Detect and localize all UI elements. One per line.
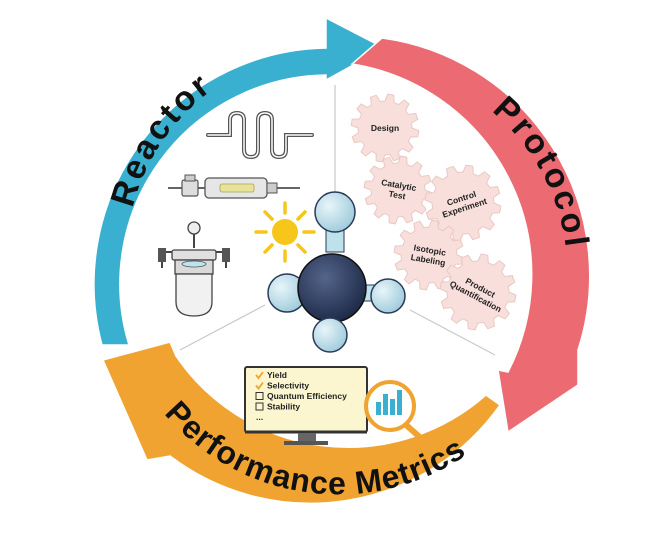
- sector-dividers: [179, 85, 496, 356]
- checklist-label: Stability: [267, 402, 300, 412]
- protocol-gear-label: IsotopicLabeling: [410, 242, 448, 268]
- autoclave-reactor-icon: [158, 221, 230, 317]
- checklist-label: ...: [256, 412, 263, 422]
- check-icon: [255, 381, 264, 390]
- checklist-label: Yield: [267, 370, 287, 380]
- checklist-label: Selectivity: [267, 381, 309, 391]
- checkbox-icon: [255, 392, 264, 400]
- checklist-item: Selectivity: [255, 381, 309, 391]
- protocol-gear-label: Design: [371, 123, 399, 133]
- check-icon: [255, 371, 264, 380]
- checklist-item: Quantum Efficiency: [255, 391, 347, 401]
- methane-molecule-icon: [267, 191, 406, 353]
- flow-reactor-icon: [206, 110, 314, 160]
- checklist-item: Stability: [255, 402, 300, 412]
- tube-reactor-icon: [168, 174, 300, 199]
- protocol-gear: CatalyticTest: [363, 155, 433, 225]
- checklist-label: Quantum Efficiency: [267, 391, 347, 401]
- sun-icon: [254, 201, 316, 263]
- metrics-arrow: [101, 341, 502, 505]
- checkbox-icon: [255, 402, 264, 411]
- protocol-gear: IsotopicLabeling: [393, 219, 465, 291]
- checklist-item: Yield: [255, 370, 287, 380]
- checklist-item: ...: [256, 412, 263, 422]
- protocol-gear: ControlExperiment: [424, 164, 502, 242]
- protocol-gear: Design: [350, 93, 420, 163]
- protocol-gear: ProductQuantification: [439, 253, 517, 331]
- protocol-arrow: [350, 37, 591, 434]
- protocol-gear-label: CatalyticTest: [379, 177, 418, 203]
- magnifier-chart-icon: [364, 380, 426, 443]
- monitor-icon: [244, 366, 368, 445]
